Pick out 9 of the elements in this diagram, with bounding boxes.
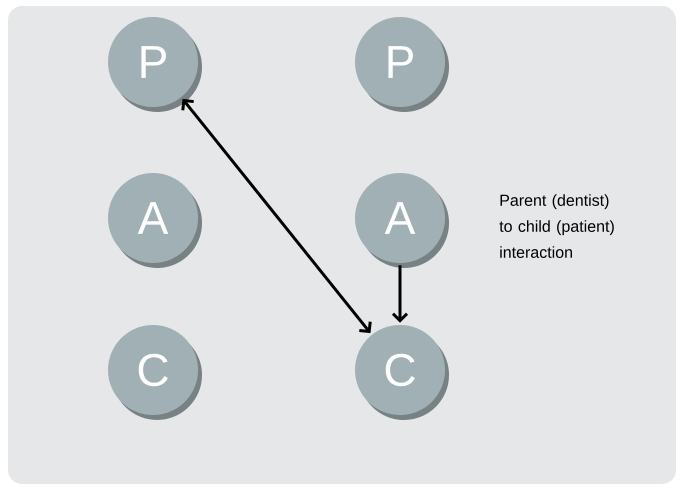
circle-node: A	[108, 173, 202, 268]
circle-node: C	[355, 325, 449, 420]
circle-node: A	[355, 173, 449, 268]
circle-node: C	[108, 325, 202, 420]
circle-node: P	[108, 17, 202, 112]
caption-text: Parent (dentist) to child (patient) interaction	[499, 194, 614, 258]
circle-node: P	[355, 17, 449, 112]
arrow	[181, 98, 372, 334]
arrow	[392, 265, 408, 323]
